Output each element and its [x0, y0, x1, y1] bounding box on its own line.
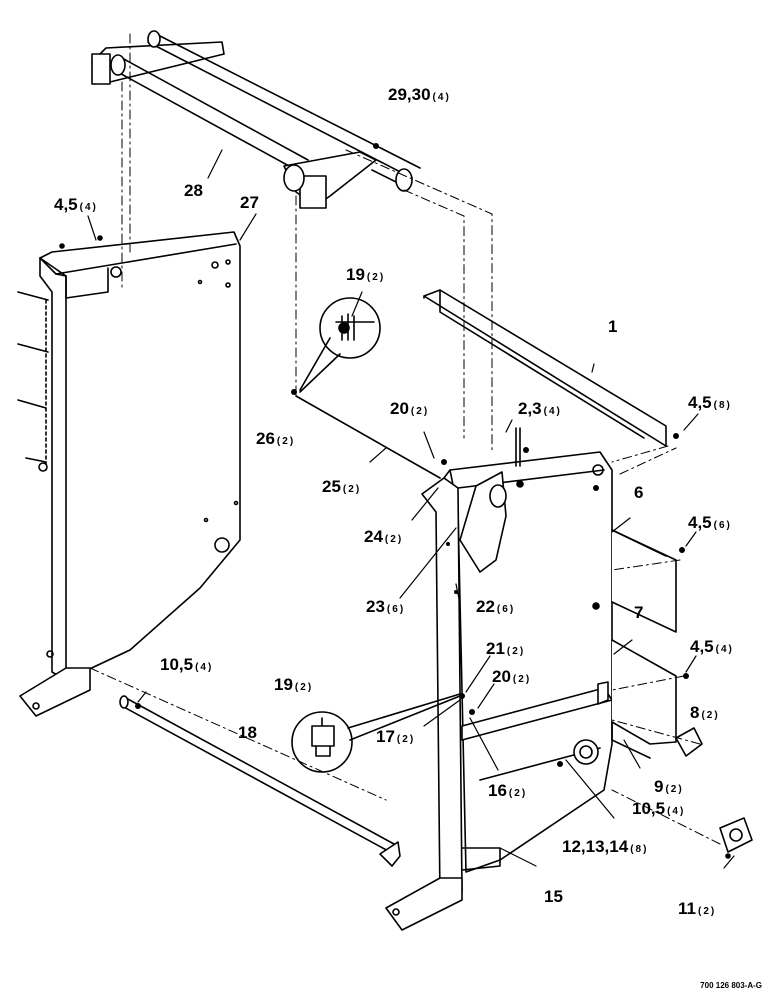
callout-4-5-8: 4,5(8)	[688, 393, 732, 412]
callout-26: 26(2)	[256, 429, 296, 448]
callout-4-5-6: 4,5(6)	[688, 513, 732, 532]
left-side-panel	[19, 231, 241, 717]
callout-6: 6	[634, 483, 644, 502]
callout-24: 24(2)	[364, 527, 404, 546]
callout-19-upper: 19(2)	[346, 265, 386, 284]
detail-circle-lower	[291, 693, 461, 773]
callout-23: 23(6)	[366, 597, 406, 616]
drawing-code: 700 126 803-A-G	[700, 981, 762, 990]
callout-9: 9(2)	[654, 777, 684, 796]
detail-circle-upper	[299, 297, 381, 393]
bar-18	[119, 695, 401, 867]
panel-6	[611, 529, 677, 633]
callout-11: 11(2)	[678, 899, 717, 918]
callout-17: 17(2)	[376, 727, 416, 746]
callout-12-13-14: 12,13,14(8)	[562, 837, 649, 856]
plate-8	[675, 727, 703, 757]
callout-8: 8(2)	[690, 703, 720, 722]
callout-10-5-right: 10,5(4)	[632, 799, 686, 818]
callout-15: 15	[544, 887, 563, 906]
cable-25	[295, 395, 441, 479]
callout-7: 7	[634, 603, 644, 622]
callout-1: 1	[608, 317, 618, 336]
callout-4-5-4: 4,5(4)	[690, 637, 734, 656]
callout-22: 22(6)	[476, 597, 516, 616]
assembly-lines	[89, 33, 721, 845]
callout-20-upper: 20(2)	[390, 399, 430, 418]
right-frame	[385, 451, 613, 931]
callout-29-30: 29,30(4)	[388, 85, 451, 104]
panel-7	[611, 639, 677, 759]
callout-4-5-left: 4,5(4)	[54, 195, 98, 214]
callout-19-lower: 19(2)	[274, 675, 314, 694]
panel-1	[423, 289, 667, 447]
plate-11	[719, 817, 753, 859]
callout-25: 25(2)	[322, 477, 362, 496]
leader-lines	[87, 149, 735, 869]
cross-tube-assembly	[91, 30, 421, 209]
callout-20-lower: 20(2)	[492, 667, 532, 686]
callout-28: 28	[184, 181, 203, 200]
callout-2-3: 2,3(4)	[518, 399, 562, 418]
left-panel-hardware	[17, 235, 103, 658]
callout-10-5-left: 10,5(4)	[160, 655, 214, 674]
callout-21: 21(2)	[486, 639, 526, 658]
callout-18: 18	[238, 723, 257, 742]
callout-27: 27	[240, 193, 259, 212]
bolt-2-3	[515, 427, 521, 467]
callout-16: 16(2)	[488, 781, 528, 800]
